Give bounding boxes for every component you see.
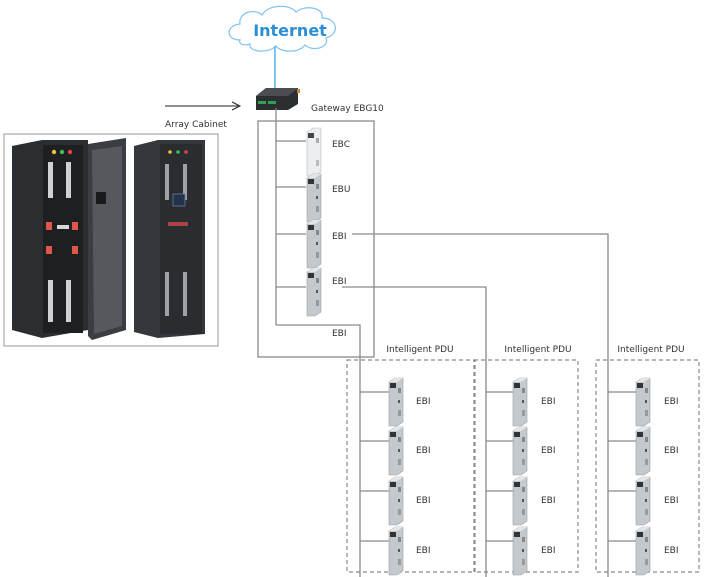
intelligent-pdu-3: Intelligent PDU EBI EBI EBI EBI bbox=[595, 345, 700, 576]
module-label: EBI bbox=[332, 329, 347, 339]
module-ebi-icon bbox=[635, 426, 651, 476]
pdu-module: EBI bbox=[360, 476, 431, 526]
module-label: EBI bbox=[664, 496, 679, 506]
pdu-module: EBI bbox=[486, 476, 556, 526]
pdu-module: EBI bbox=[360, 526, 431, 576]
module-label: EBI bbox=[416, 496, 431, 506]
intelligent-pdu-2: Intelligent PDU EBI EBI EBI EBI bbox=[473, 345, 579, 576]
pdu-module: EBI bbox=[608, 377, 679, 427]
pdu-module: EBI bbox=[608, 476, 679, 526]
pdu-boundary bbox=[346, 359, 476, 573]
module-ebi-icon bbox=[306, 267, 322, 317]
module-label: EBI bbox=[664, 546, 679, 556]
pdu-module: EBI bbox=[360, 426, 431, 476]
module-label: EBC bbox=[332, 140, 350, 150]
module-ebi-icon bbox=[512, 476, 528, 526]
module-label: EBU bbox=[332, 185, 350, 195]
pdu-title: Intelligent PDU bbox=[386, 345, 453, 355]
module-label: EBI bbox=[541, 496, 556, 506]
module-label: EBI bbox=[416, 546, 431, 556]
module-ebi-icon bbox=[388, 476, 404, 526]
module-ebi-icon bbox=[388, 426, 404, 476]
module-label: EBI bbox=[416, 397, 431, 407]
module-ebc-icon bbox=[306, 127, 322, 177]
module-ebi-icon bbox=[635, 377, 651, 427]
pdu-module: EBI bbox=[608, 526, 679, 576]
gateway-module-ebc: EBC bbox=[306, 127, 350, 177]
gateway-module-ebi-2: EBI bbox=[306, 267, 347, 317]
array-cabinet-image bbox=[3, 133, 219, 347]
cabinet-arrow bbox=[165, 101, 242, 111]
module-ebu-icon bbox=[306, 173, 322, 223]
gateway-module-ebi-1: EBI bbox=[306, 219, 347, 269]
intelligent-pdu-1: Intelligent PDU EBI EBI EBI EBI bbox=[346, 345, 476, 576]
gateway-enclosure bbox=[257, 120, 375, 358]
module-label: EBI bbox=[541, 446, 556, 456]
module-label: EBI bbox=[541, 546, 556, 556]
pdu-module: EBI bbox=[608, 426, 679, 476]
internet-label: Internet bbox=[253, 21, 327, 40]
module-ebi-icon bbox=[388, 377, 404, 427]
pdu-module: EBI bbox=[486, 526, 556, 576]
module-label: EBI bbox=[664, 446, 679, 456]
internet-cloud: Internet bbox=[228, 5, 336, 52]
module-label: EBI bbox=[541, 397, 556, 407]
cloud-icon bbox=[228, 5, 336, 52]
pdu-module: EBI bbox=[360, 377, 431, 427]
pdu-module: EBI bbox=[486, 426, 556, 476]
module-label: EBI bbox=[416, 446, 431, 456]
gateway-device-icon bbox=[256, 88, 300, 110]
gateway-module-ebu: EBU bbox=[306, 173, 350, 223]
arrow-head-icon bbox=[231, 101, 242, 111]
module-ebi-icon bbox=[388, 526, 404, 576]
module-ebi-icon bbox=[635, 476, 651, 526]
module-ebi-icon bbox=[306, 219, 322, 269]
module-ebi-icon bbox=[512, 377, 528, 427]
gateway-label: Gateway EBG10 bbox=[311, 104, 384, 114]
pdu-module: EBI bbox=[486, 377, 556, 427]
pdu-title: Intelligent PDU bbox=[617, 345, 684, 355]
module-ebi-icon bbox=[512, 426, 528, 476]
pdu-title: Intelligent PDU bbox=[504, 345, 571, 355]
module-ebi-icon bbox=[635, 526, 651, 576]
gateway-wiring bbox=[257, 108, 609, 577]
module-label: EBI bbox=[664, 397, 679, 407]
module-label: EBI bbox=[332, 232, 347, 242]
module-label: EBI bbox=[332, 277, 347, 287]
array-cabinet-label: Array Cabinet bbox=[165, 120, 227, 130]
module-ebi-icon bbox=[512, 526, 528, 576]
